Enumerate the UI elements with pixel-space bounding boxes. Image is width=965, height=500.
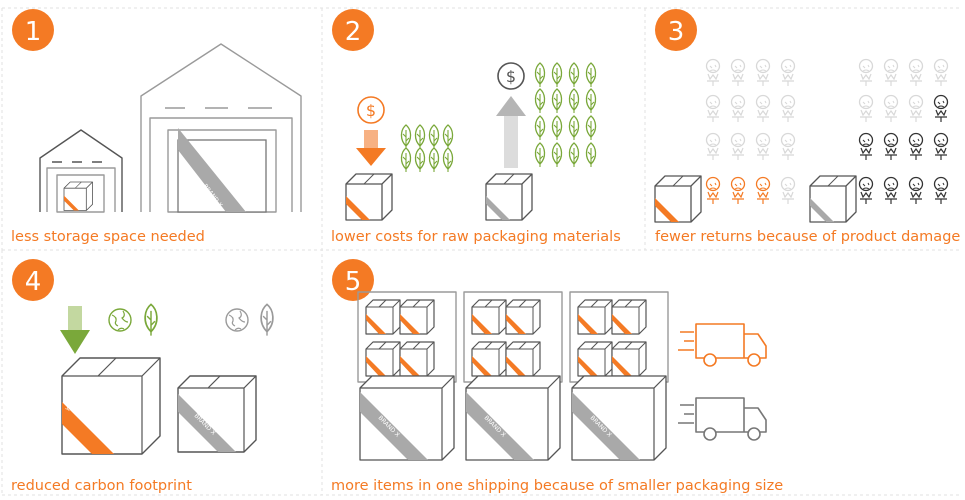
dollar-icon-gray: $ — [497, 62, 525, 90]
up-arrow-gray — [496, 96, 526, 168]
pallet-stack-3: BRAND X — [569, 291, 669, 461]
badge-2-number: 2 — [345, 17, 362, 47]
dollar-symbol-2: $ — [506, 67, 516, 86]
globe-icon-gray — [225, 308, 249, 332]
customer-returns-orange — [705, 176, 771, 205]
customer-grid-right-faded — [858, 58, 949, 123]
dollar-icon-orange: $ — [357, 96, 385, 124]
badge-2: 2 — [332, 9, 374, 51]
badge-3-number: 3 — [668, 17, 685, 47]
leaf-grid-small — [400, 124, 454, 173]
box-your-brand-returns — [654, 175, 702, 223]
caption-1: less storage space needed — [11, 229, 205, 245]
caption-4: reduced carbon footprint — [11, 478, 192, 494]
globe-icon-green — [108, 308, 132, 332]
leaf-icon-green — [144, 303, 158, 337]
pallet-stack-2: BRAND X — [463, 291, 563, 461]
dollar-symbol-1: $ — [366, 101, 376, 120]
truck-icon-gray — [678, 397, 767, 441]
caption-2: lower costs for raw packaging materials — [331, 229, 621, 245]
down-arrow-green — [60, 306, 90, 354]
box-brand-x-small — [485, 173, 533, 221]
box-brand-x-large: BRAND X — [177, 375, 257, 453]
caption-3: fewer returns because of product damage — [655, 229, 960, 245]
badge-3: 3 — [655, 9, 697, 51]
badge-1-number: 1 — [25, 17, 42, 47]
large-warehouse-icon: BRAND X — [140, 43, 302, 213]
truck-icon-orange — [678, 323, 767, 367]
badge-5: 5 — [332, 259, 374, 301]
grid-dividers — [1, 7, 960, 496]
box-your-brand-large: YOUR BRAND™ — [61, 357, 161, 455]
pallet-stack-1: BRAND X — [357, 291, 457, 461]
badge-1: 1 — [12, 9, 54, 51]
badge-5-number: 5 — [345, 267, 362, 297]
small-warehouse-icon — [39, 129, 123, 213]
box-brand-x-returns — [809, 175, 857, 223]
badge-4-number: 4 — [25, 267, 42, 297]
leaf-icon-gray — [260, 303, 274, 337]
badge-4: 4 — [12, 259, 54, 301]
customer-returns-dark — [858, 94, 949, 205]
leaf-grid-large — [534, 62, 597, 168]
box-your-brand-small — [345, 173, 393, 221]
caption-5: more items in one shipping because of sm… — [331, 478, 783, 494]
down-arrow-orange — [356, 130, 386, 166]
